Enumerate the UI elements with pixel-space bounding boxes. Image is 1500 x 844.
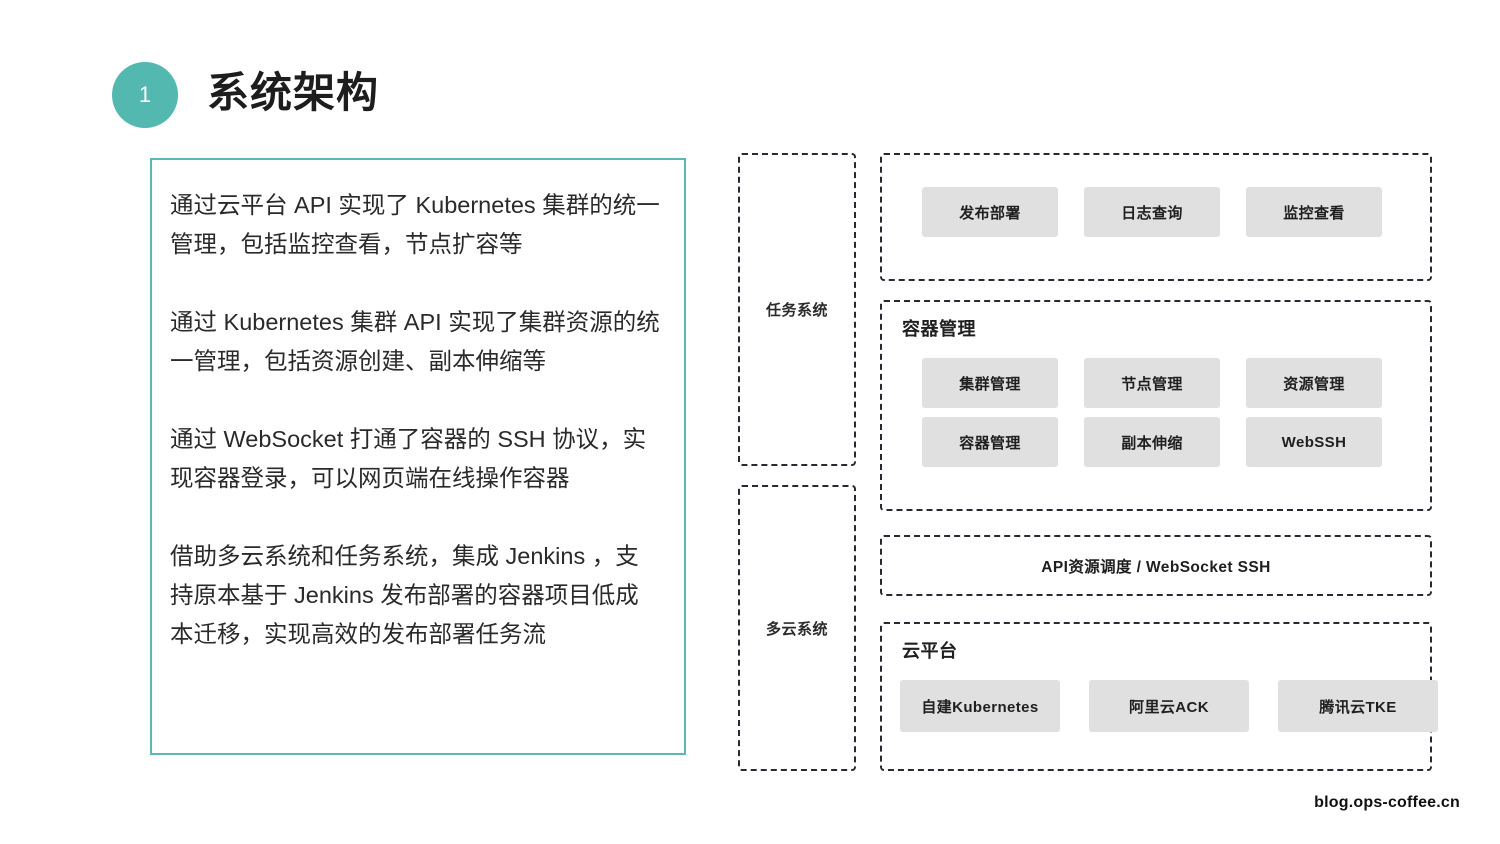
tile-log-query[interactable]: 日志查询 — [1084, 187, 1220, 237]
side-group-task-system-label: 任务系统 — [765, 302, 828, 319]
tile-tencent-tke[interactable]: 腾讯云TKE — [1278, 680, 1438, 732]
tile-release-deploy[interactable]: 发布部署 — [922, 187, 1058, 237]
tile-monitor-view[interactable]: 监控查看 — [1246, 187, 1382, 237]
container-tile-row-2: 容器管理 副本伸缩 WebSSH — [922, 417, 1382, 467]
group-container-management: 容器管理 集群管理 节点管理 资源管理 容器管理 副本伸缩 WebSSH — [880, 300, 1432, 511]
tile-self-hosted-kubernetes[interactable]: 自建Kubernetes — [900, 680, 1060, 732]
step-number-badge: 1 — [112, 62, 178, 128]
side-group-task-system: 任务系统 — [738, 153, 856, 466]
container-tile-row-1: 集群管理 节点管理 资源管理 — [922, 358, 1382, 408]
tile-replica-scaling[interactable]: 副本伸缩 — [1084, 417, 1220, 467]
slide-header: 1 系统架构 — [112, 62, 379, 128]
tile-resource-management[interactable]: 资源管理 — [1246, 358, 1382, 408]
summary-panel: 通过云平台 API 实现了 Kubernetes 集群的统一管理，包括监控查看，… — [150, 158, 686, 755]
cloud-tile-row: 自建Kubernetes 阿里云ACK 腾讯云TKE — [900, 680, 1438, 732]
architecture-diagram: 任务系统 多云系统 发布部署 日志查询 监控查看 容器管理 集群管理 节点管理 … — [738, 146, 1438, 771]
footer-watermark: blog.ops-coffee.cn — [1314, 794, 1460, 811]
group-cloud-platform-title: 云平台 — [902, 641, 958, 661]
summary-paragraph-2: 通过 Kubernetes 集群 API 实现了集群资源的统一管理，包括资源创建… — [170, 309, 660, 374]
task-tile-row: 发布部署 日志查询 监控查看 — [922, 187, 1382, 237]
tile-cluster-management[interactable]: 集群管理 — [922, 358, 1058, 408]
side-group-multicloud-system-label: 多云系统 — [765, 620, 828, 638]
group-container-management-title: 容器管理 — [902, 319, 976, 339]
page-title: 系统架构 — [207, 69, 380, 116]
tile-aliyun-ack[interactable]: 阿里云ACK — [1089, 680, 1249, 732]
group-cloud-platform: 云平台 自建Kubernetes 阿里云ACK 腾讯云TKE — [880, 622, 1438, 771]
group-task-system: 发布部署 日志查询 监控查看 — [880, 153, 1432, 281]
tile-container-management[interactable]: 容器管理 — [922, 417, 1058, 467]
summary-paragraph-4: 借助多云系统和任务系统，集成 Jenkins ，支持原本基于 Jenkins 发… — [170, 543, 639, 647]
side-group-multicloud-system: 多云系统 — [738, 485, 856, 771]
group-api-layer: API资源调度 / WebSocket SSH — [880, 535, 1432, 596]
tile-node-management[interactable]: 节点管理 — [1084, 358, 1220, 408]
summary-paragraph-1: 通过云平台 API 实现了 Kubernetes 集群的统一管理，包括监控查看，… — [170, 192, 660, 257]
tile-webssh[interactable]: WebSSH — [1246, 417, 1382, 467]
summary-paragraph-3: 通过 WebSocket 打通了容器的 SSH 协议，实现容器登录，可以网页端在… — [170, 426, 647, 491]
api-layer-label: API资源调度 / WebSocket SSH — [1041, 558, 1271, 576]
